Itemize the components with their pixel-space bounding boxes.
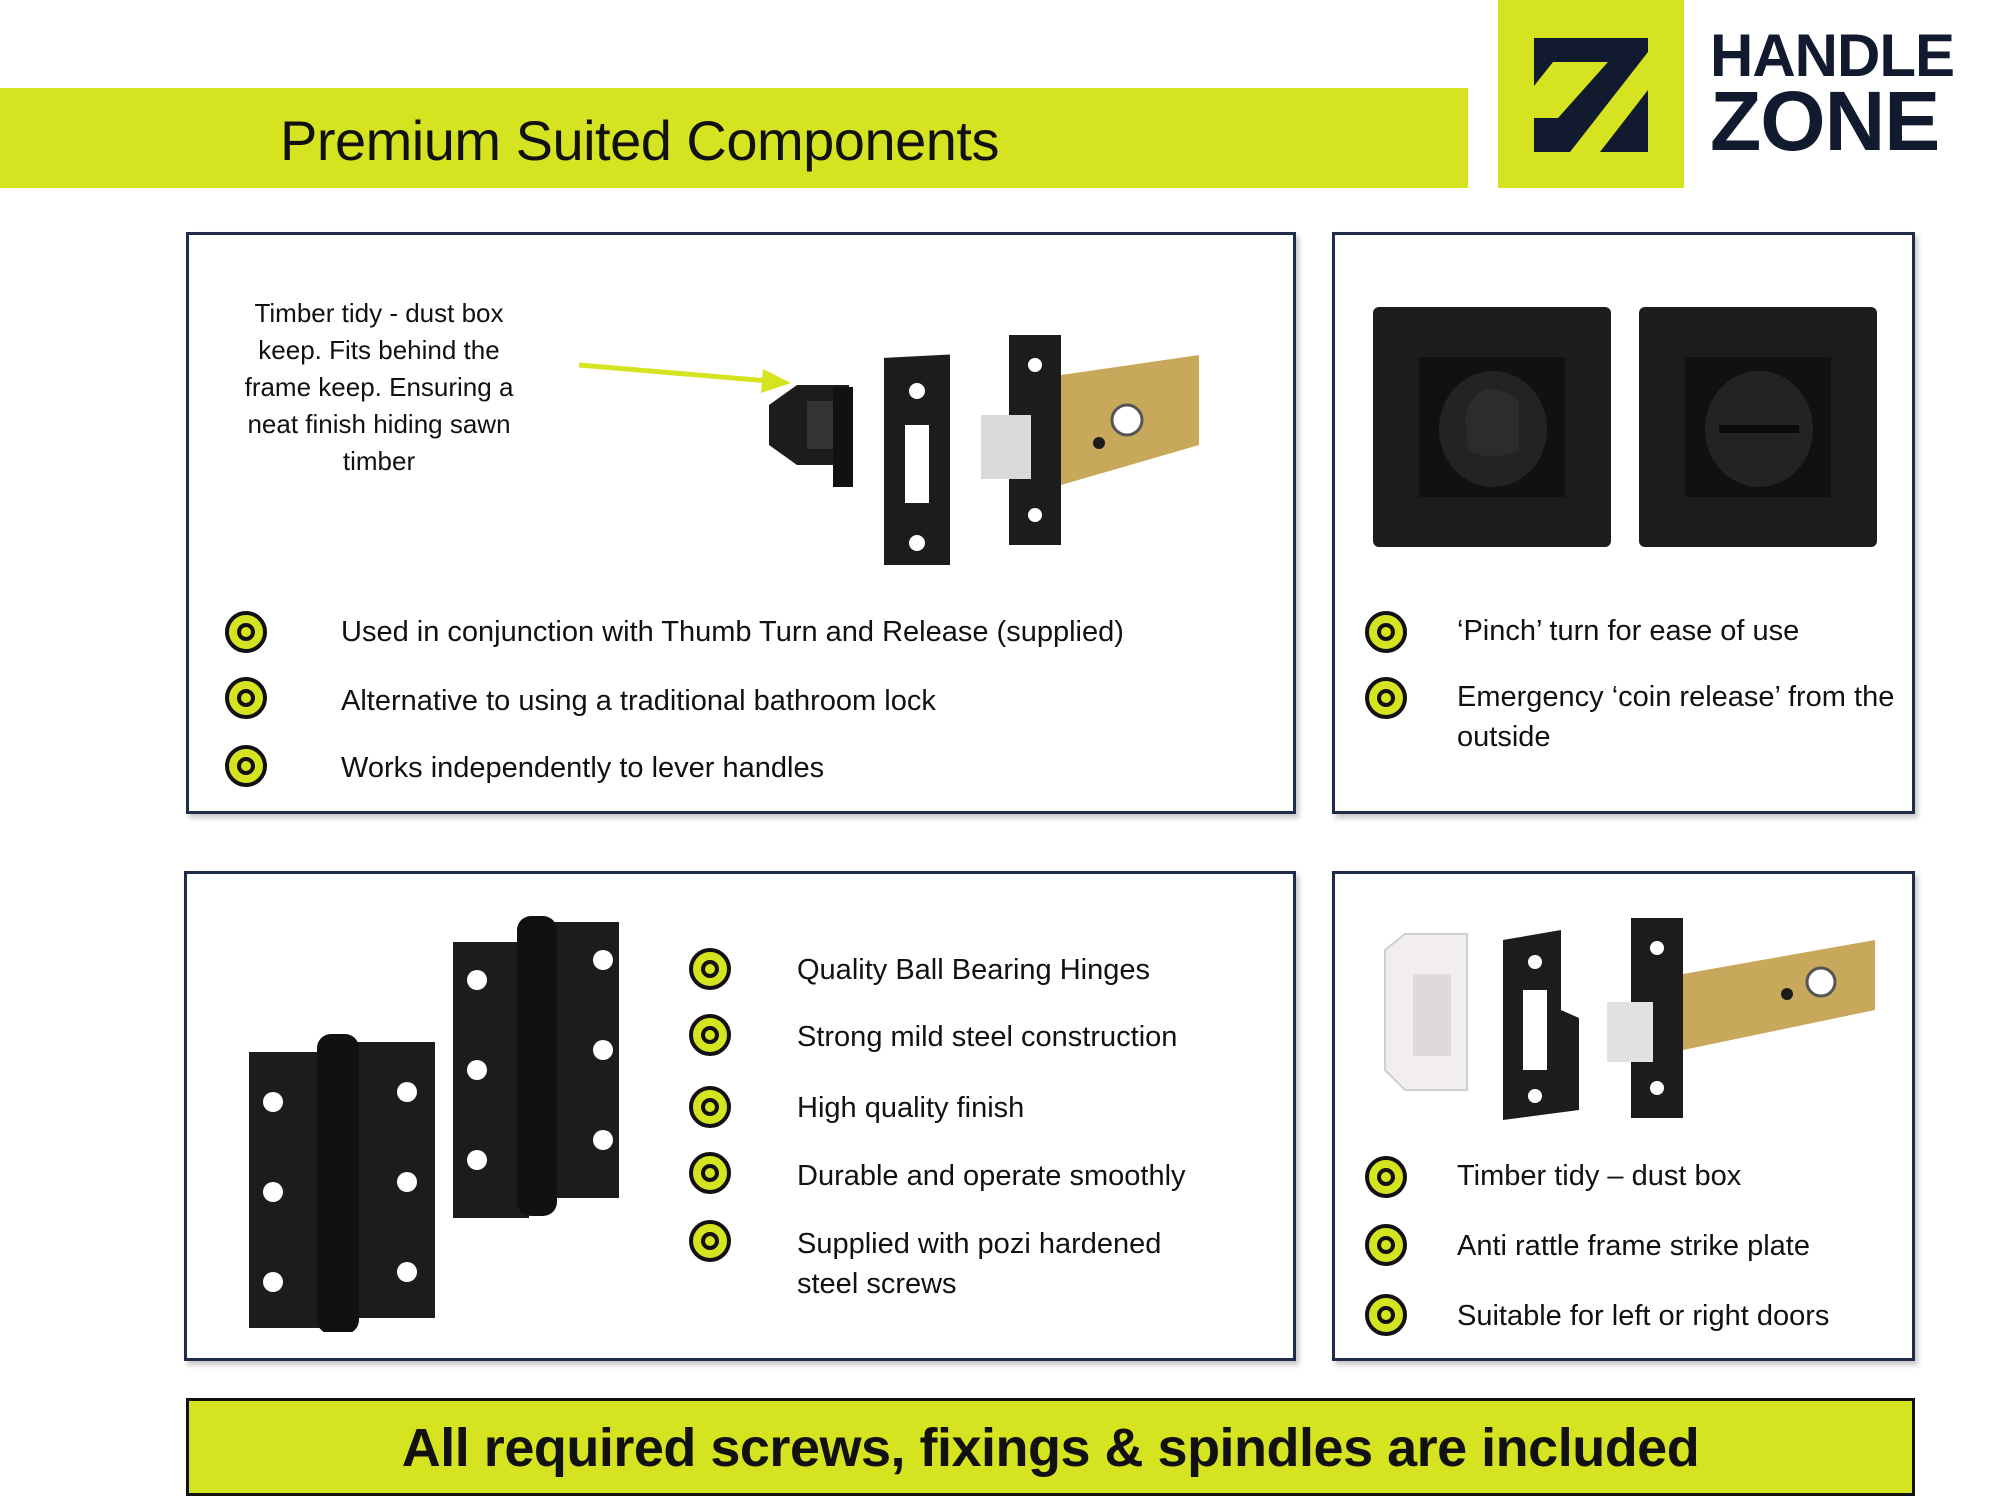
tubular-latch-panel: Timber tidy – dust box Anti rattle frame… [1332,871,1915,1361]
target-bullet-icon [689,948,731,990]
logo-wordmark: HANDLE ZONE [1710,22,1955,169]
target-bullet-icon [689,1014,731,1056]
logo-line-2: ZONE [1710,74,1940,169]
target-bullet-icon [1365,1156,1407,1198]
thumbturn-product-image [1373,307,1877,547]
latch-bullet-2: Alternative to using a traditional bathr… [341,685,936,717]
logo-mark [1498,0,1684,188]
tubular-bullet-2: Anti rattle frame strike plate [1457,1230,1810,1262]
target-bullet-icon [1365,1224,1407,1266]
hinges-bullet-5: Supplied with pozi hardened steel screws [797,1228,1162,1300]
footer-banner: All required screws, fixings & spindles … [186,1398,1915,1496]
target-bullet-icon [1365,611,1407,653]
thumbturn-panel: ‘Pinch’ turn for ease of use Emergency ‘… [1332,232,1915,814]
page-title: Premium Suited Components [280,109,999,172]
thumbturn-bullet-2: Emergency ‘coin release’ from the outsid… [1457,681,1895,753]
hinges-product-image [249,916,619,1332]
target-bullet-icon [689,1086,731,1128]
target-bullet-icon [225,745,267,787]
hinges-bullet-2: Strong mild steel construction [797,1021,1178,1053]
target-bullet-icon [689,1152,731,1194]
tubular-bullet-3: Suitable for left or right doors [1457,1300,1830,1332]
logo-z-icon [1534,38,1648,152]
logo-line-1: HANDLE [1710,22,1955,89]
title-bar: Premium Suited Components [0,88,1468,188]
target-bullet-icon [1365,677,1407,719]
target-bullet-icon [1365,1294,1407,1336]
target-bullet-icon [225,611,267,653]
footer-text: All required screws, fixings & spindles … [401,1418,1700,1478]
timber-tidy-note: Timber tidy - dust box keep. Fits behind… [244,298,514,476]
latch-bullet-3: Works independently to lever handles [341,752,825,784]
tubular-latch-product-image [1384,918,1875,1120]
tubular-bullet-1: Timber tidy – dust box [1457,1160,1742,1192]
hinges-panel: Quality Ball Bearing Hinges Strong mild … [184,871,1296,1361]
hinges-bullet-3: High quality finish [797,1092,1025,1124]
target-bullet-icon [225,677,267,719]
thumbturn-bullet-1: ‘Pinch’ turn for ease of use [1457,615,1800,647]
latch-panel: Timber tidy - dust box keep. Fits behind… [186,232,1296,814]
hinges-bullet-1: Quality Ball Bearing Hinges [797,954,1151,986]
latch-product-image [769,335,1199,565]
target-bullet-icon [689,1220,731,1262]
latch-bullet-1: Used in conjunction with Thumb Turn and … [341,616,1124,648]
arrow-icon [578,362,791,393]
hinges-bullet-4: Durable and operate smoothly [797,1160,1186,1192]
